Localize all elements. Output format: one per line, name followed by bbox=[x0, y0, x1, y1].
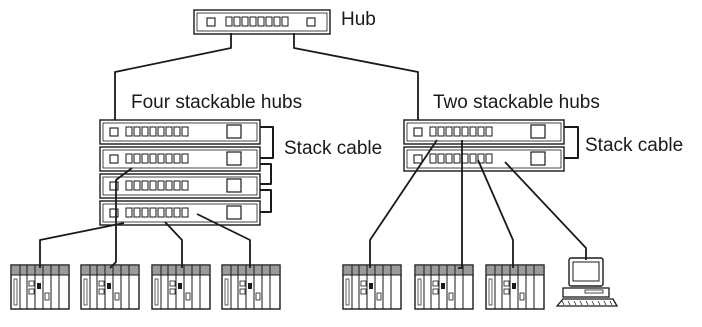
drop-cable-left-2 bbox=[109, 167, 133, 269]
four-stackable-hubs-label: Four stackable hubs bbox=[131, 92, 303, 113]
plc-left-2 bbox=[80, 264, 140, 310]
uplink-cable-left bbox=[114, 33, 232, 126]
stackable-hub-right-1 bbox=[403, 119, 565, 145]
drop-cable-right-4 bbox=[504, 161, 587, 260]
stack-cable-label-left: Stack cable bbox=[284, 138, 383, 159]
stack-cable-left-3 bbox=[260, 189, 272, 213]
stackable-hub-left-3 bbox=[99, 173, 261, 199]
drop-cable-right-2 bbox=[458, 140, 463, 269]
drop-cable-right-3 bbox=[477, 159, 514, 268]
stackable-hub-left-1 bbox=[99, 119, 261, 145]
plc-left-4 bbox=[221, 264, 281, 310]
stackable-hub-right-2 bbox=[403, 146, 565, 172]
plc-right-2 bbox=[414, 264, 474, 310]
stack-cable-left-1 bbox=[260, 126, 274, 159]
plc-left-1 bbox=[10, 264, 70, 310]
hub-label: Hub bbox=[341, 9, 376, 30]
drop-cable-left-1 bbox=[39, 222, 125, 268]
uplink-cable-right bbox=[293, 33, 419, 124]
stack-cable-label-right: Stack cable bbox=[585, 135, 684, 156]
drop-cable-right-1 bbox=[369, 139, 438, 268]
hub-device bbox=[193, 9, 331, 35]
plc-right-3 bbox=[485, 264, 545, 310]
plc-left-3 bbox=[151, 264, 211, 310]
plc-right-1 bbox=[342, 264, 402, 310]
stackable-hub-left-2 bbox=[99, 146, 261, 172]
drop-cable-left-3 bbox=[164, 221, 183, 268]
stack-cable-right bbox=[564, 126, 579, 159]
two-stackable-hubs-label: Two stackable hubs bbox=[433, 92, 600, 113]
stack-cable-left-2 bbox=[260, 163, 272, 185]
drop-cable-left-4 bbox=[196, 213, 251, 268]
computer bbox=[555, 257, 619, 307]
stackable-hub-left-4 bbox=[99, 200, 261, 226]
